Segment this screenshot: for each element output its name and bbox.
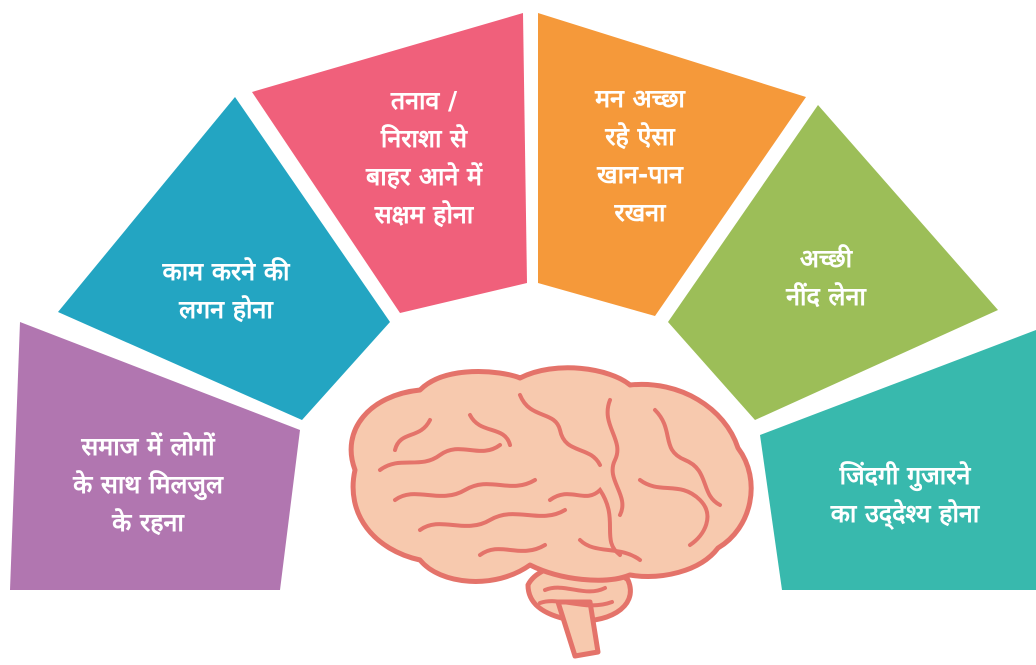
label-line: लगन होना bbox=[179, 295, 273, 324]
segment-diet bbox=[538, 13, 806, 316]
label-line: समाज में लोगों bbox=[81, 432, 215, 461]
label-line: काम करने की bbox=[162, 257, 290, 286]
label-line: जिंदगी गुजारने bbox=[839, 461, 971, 490]
segment-label-stress: तनाव / निराशा से बाहर आने में सक्षम होना bbox=[366, 82, 482, 234]
brain-cerebrum bbox=[348, 365, 754, 584]
label-line: रहे ऐसा bbox=[605, 122, 675, 151]
label-line: खान-पान bbox=[597, 160, 683, 189]
label-line: का उद्‌देश्य होना bbox=[830, 499, 980, 528]
segment-label-work: काम करने की लगन होना bbox=[162, 253, 289, 329]
label-line: तनाव / bbox=[390, 86, 458, 115]
label-line: मन अच्छा bbox=[595, 84, 685, 113]
segment-sleep bbox=[668, 105, 998, 420]
brain-stem bbox=[555, 599, 601, 659]
label-line: रखना bbox=[614, 198, 666, 227]
segment-label-social: समाज में लोगों के साथ मिलजुल के रहना bbox=[73, 428, 223, 542]
label-line: के रहना bbox=[112, 508, 184, 537]
segment-label-purpose: जिंदगी गुजारने का उद्‌देश्य होना bbox=[831, 457, 980, 533]
label-line: बाहर आने में bbox=[365, 162, 483, 191]
brain-folds bbox=[378, 393, 722, 608]
segment-social bbox=[10, 322, 300, 590]
segment-stress bbox=[252, 13, 527, 313]
segment-label-diet: मन अच्छा रहे ऐसा खान-पान रखना bbox=[595, 80, 685, 232]
label-line: निराशा से bbox=[380, 124, 468, 153]
label-line: सक्षम होना bbox=[374, 200, 474, 229]
segment-purpose bbox=[760, 330, 1036, 590]
label-line: नींद लेना bbox=[786, 282, 866, 311]
label-line: के साथ मिलजुल bbox=[73, 470, 223, 499]
segment-label-sleep: अच्छी नींद लेना bbox=[786, 240, 866, 316]
brain-icon bbox=[348, 365, 754, 659]
segment-work bbox=[58, 97, 390, 420]
label-line: अच्छी bbox=[799, 244, 853, 273]
